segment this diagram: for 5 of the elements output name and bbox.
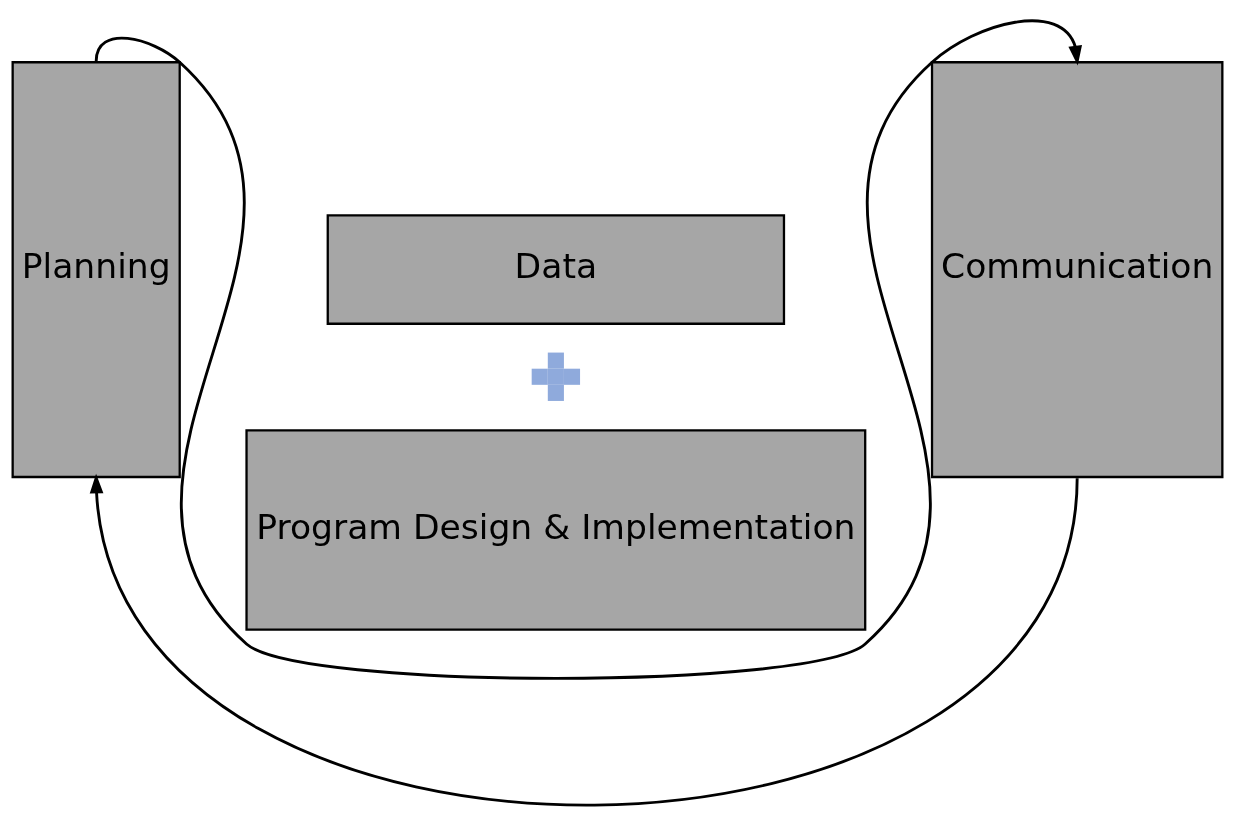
node-box: Communication bbox=[930, 60, 1224, 478]
arrow bbox=[89, 473, 1079, 806]
node-box: Data bbox=[326, 213, 786, 325]
node-box: Planning bbox=[11, 60, 181, 478]
node-box: Program Design & Implementation bbox=[245, 428, 867, 631]
